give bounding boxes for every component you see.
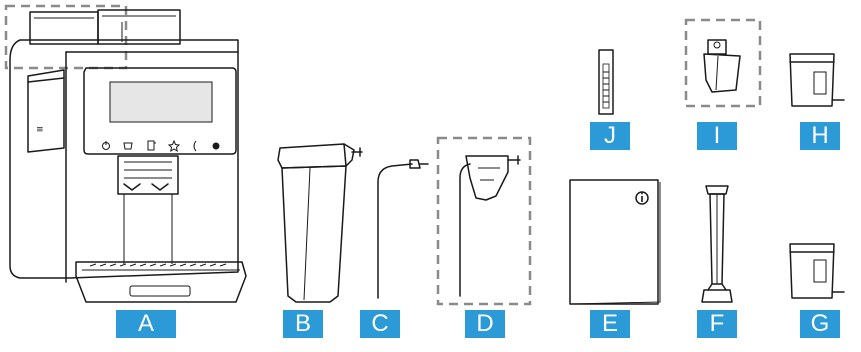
filter-highlight [684,18,762,108]
milk-tube-holder [436,136,532,306]
water-tank-lid [97,9,181,45]
milk-tube [377,159,429,299]
label-g: G [800,310,840,338]
holder-highlight [436,136,532,306]
bean-container [29,11,99,45]
label-j: J [590,122,630,150]
drip-tray [75,261,247,303]
tube-brush [701,185,733,303]
label-a: A [116,310,176,338]
water-tank-h [789,53,845,107]
label-h: H [800,122,840,150]
coffee-outlet [117,155,179,195]
svg-text:≡: ≡ [36,125,44,135]
control-panel [83,67,237,155]
instruction-manual [569,179,661,305]
favorite-star-icon [167,139,181,153]
label-c: C [360,310,400,338]
label-b: B [283,310,323,338]
espresso-machine: ≡ [4,4,247,303]
bean-icon [193,140,197,152]
power-icon [102,141,110,150]
milk-container-lid [277,143,355,169]
settings-icon [212,142,220,150]
label-f: F [697,310,737,338]
milk-container-body [281,165,347,303]
milk-container [277,143,363,303]
info-icon [635,191,649,205]
display-screen [109,81,213,123]
descaling-tank-g [789,243,845,299]
milk-icon [147,140,156,151]
label-i: I [697,122,737,150]
water-filter [684,18,762,108]
coffee-cup-icon [123,142,133,150]
label-e: E [590,310,630,338]
machine-housing [9,39,239,279]
label-d: D [465,310,505,338]
test-strip [598,49,614,115]
